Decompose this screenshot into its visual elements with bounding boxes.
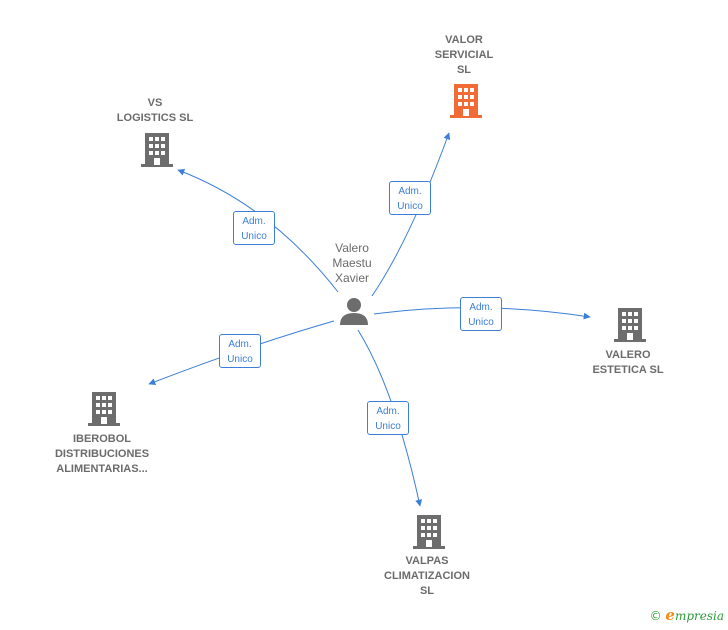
company-label-valpas[interactable]: VALPAS CLIMATIZACION SL <box>384 555 470 597</box>
relation-label-iberobol: Adm. Unico <box>219 334 261 368</box>
company-label-valor-servicial[interactable]: VALOR SERVICIAL SL <box>434 34 494 76</box>
building-icon[interactable] <box>450 84 482 118</box>
company-label-vs-logistics[interactable]: VS LOGISTICS SL <box>116 97 194 124</box>
building-icon[interactable] <box>88 392 120 426</box>
copyright-symbol: © <box>649 609 662 623</box>
brand-logo: © empresia <box>650 606 724 624</box>
company-label-valero-estetica[interactable]: VALERO ESTETICA SL <box>592 349 664 376</box>
relation-label-valpas: Adm. Unico <box>367 401 409 435</box>
relation-label-vs-logistics: Adm. Unico <box>233 211 275 245</box>
building-icon[interactable] <box>413 515 445 549</box>
relation-label-valero-estetica: Adm. Unico <box>460 297 502 331</box>
person-name[interactable]: Valero Maestu Xavier <box>332 241 372 285</box>
brand-initial: e <box>665 606 675 624</box>
edge-valor-servicial <box>371 132 451 297</box>
building-icon[interactable] <box>614 308 646 342</box>
person-icon[interactable] <box>339 296 369 326</box>
company-label-iberobol[interactable]: IBEROBOL DISTRIBUCIONES ALIMENTARIAS... <box>54 433 150 475</box>
relation-label-valor-servicial: Adm. Unico <box>389 181 431 215</box>
building-icon[interactable] <box>141 133 173 167</box>
brand-name: mpresia <box>674 609 724 623</box>
